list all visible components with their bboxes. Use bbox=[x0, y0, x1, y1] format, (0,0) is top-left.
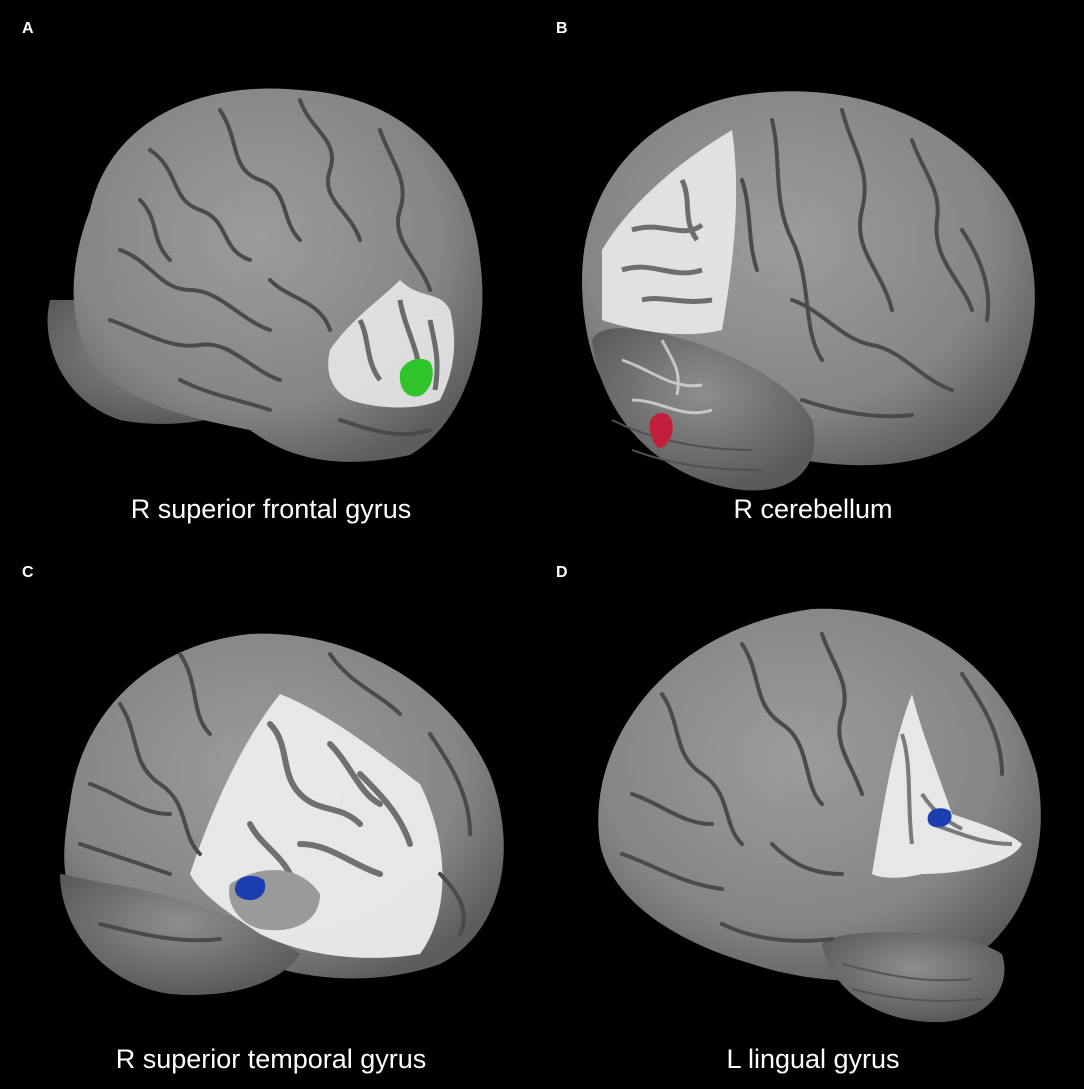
red-region bbox=[649, 412, 673, 448]
blue-region bbox=[234, 875, 266, 900]
panel-b: B R cerebellum bbox=[542, 0, 1084, 544]
panel-caption: L lingual gyrus bbox=[726, 1044, 900, 1074]
panel-caption: R superior temporal gyrus bbox=[115, 1044, 427, 1074]
green-region bbox=[399, 358, 433, 397]
panel-caption: R superior frontal gyrus bbox=[130, 494, 412, 524]
panel-letter: C bbox=[22, 564, 34, 581]
panel-caption: R cerebellum bbox=[733, 494, 893, 524]
brain-image-a bbox=[47, 88, 483, 462]
panel-c: C R superior temporal gyrus bbox=[0, 544, 542, 1088]
panel-letter: A bbox=[22, 20, 34, 37]
panel-letter: B bbox=[556, 20, 568, 37]
panel-d: D L lingual gyrus bbox=[542, 544, 1084, 1088]
panel-a: A R superior frontal gyrus bbox=[0, 0, 542, 544]
brain-image-d bbox=[598, 608, 1041, 1023]
blue-region bbox=[927, 808, 952, 828]
panel-letter: D bbox=[556, 564, 568, 581]
brain-image-b bbox=[582, 91, 1035, 491]
brain-image-c bbox=[60, 633, 504, 995]
